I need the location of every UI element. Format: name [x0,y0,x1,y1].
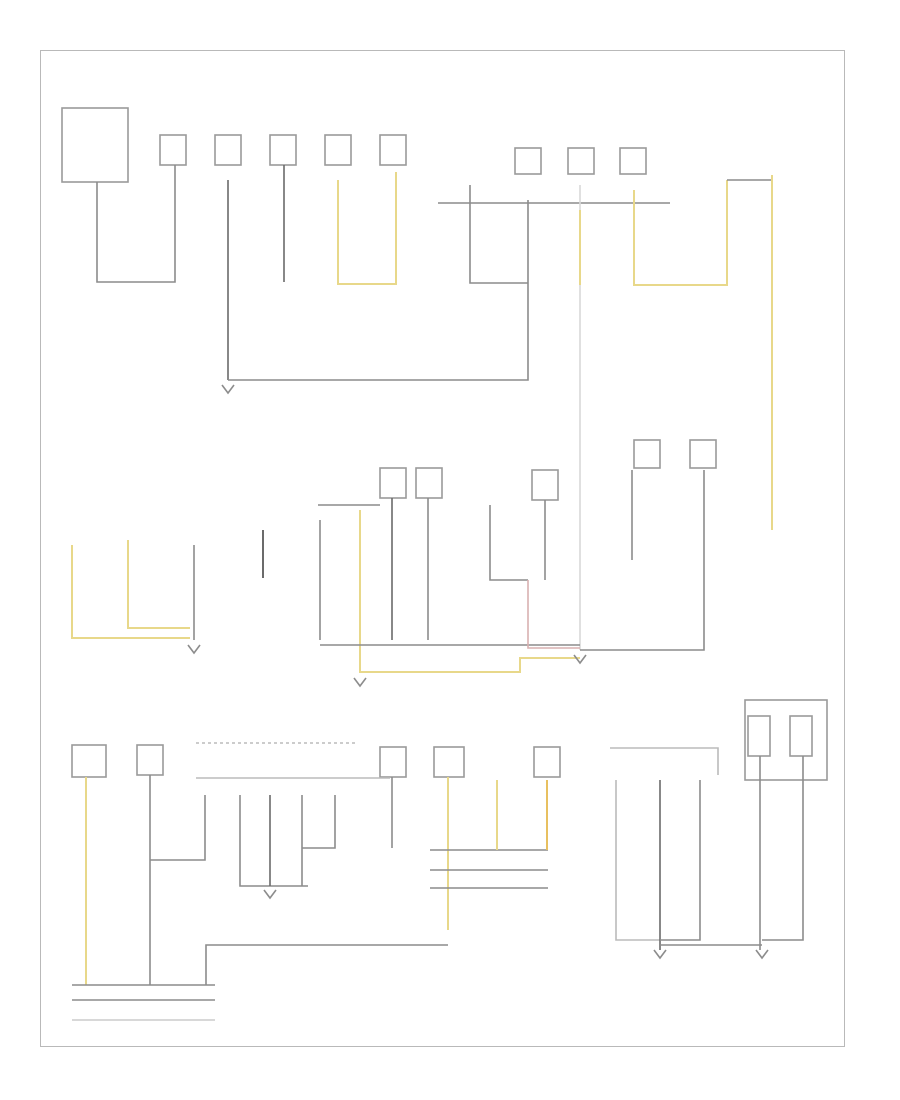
ground-symbol [653,949,667,960]
wire [527,580,580,649]
wire [71,545,190,639]
component-box [324,134,352,166]
wire [469,185,528,284]
ground-symbol [353,677,367,688]
component-box [533,746,561,778]
component-box [514,147,542,175]
component-box [744,699,828,781]
component-box [379,467,407,499]
component-box [136,744,164,776]
wire [239,795,308,887]
component-box [619,147,647,175]
wire [615,780,660,941]
component-box [214,134,242,166]
wire [580,470,705,651]
ground-symbol [187,644,201,655]
component-box [269,134,297,166]
wire [302,795,336,849]
wire [96,165,176,283]
diagram-frame [40,50,845,1047]
component-box [747,715,771,757]
component-box [433,746,465,778]
lower-section [71,699,828,1021]
component-box [689,439,717,469]
component-box [415,467,443,499]
component-box [61,107,129,183]
wire [127,540,190,629]
wire [150,795,206,861]
wire [762,756,804,941]
component-box [379,134,407,166]
wire [633,180,728,286]
component-box [633,439,661,469]
ground-symbol [573,654,587,665]
wire [337,172,397,285]
wire [660,780,701,941]
component-box [789,715,813,757]
ground-symbol [263,889,277,900]
component-box [379,746,407,778]
wire [205,944,448,985]
top-section [61,107,773,650]
wire [610,747,719,775]
component-box [159,134,187,166]
middle-section [71,439,717,688]
wire [228,200,529,381]
ground-symbol [755,949,769,960]
ground-symbol [221,384,235,395]
component-box [71,744,107,778]
wire [359,510,580,673]
component-box [567,147,595,175]
component-box [531,469,559,501]
wire [489,505,528,581]
